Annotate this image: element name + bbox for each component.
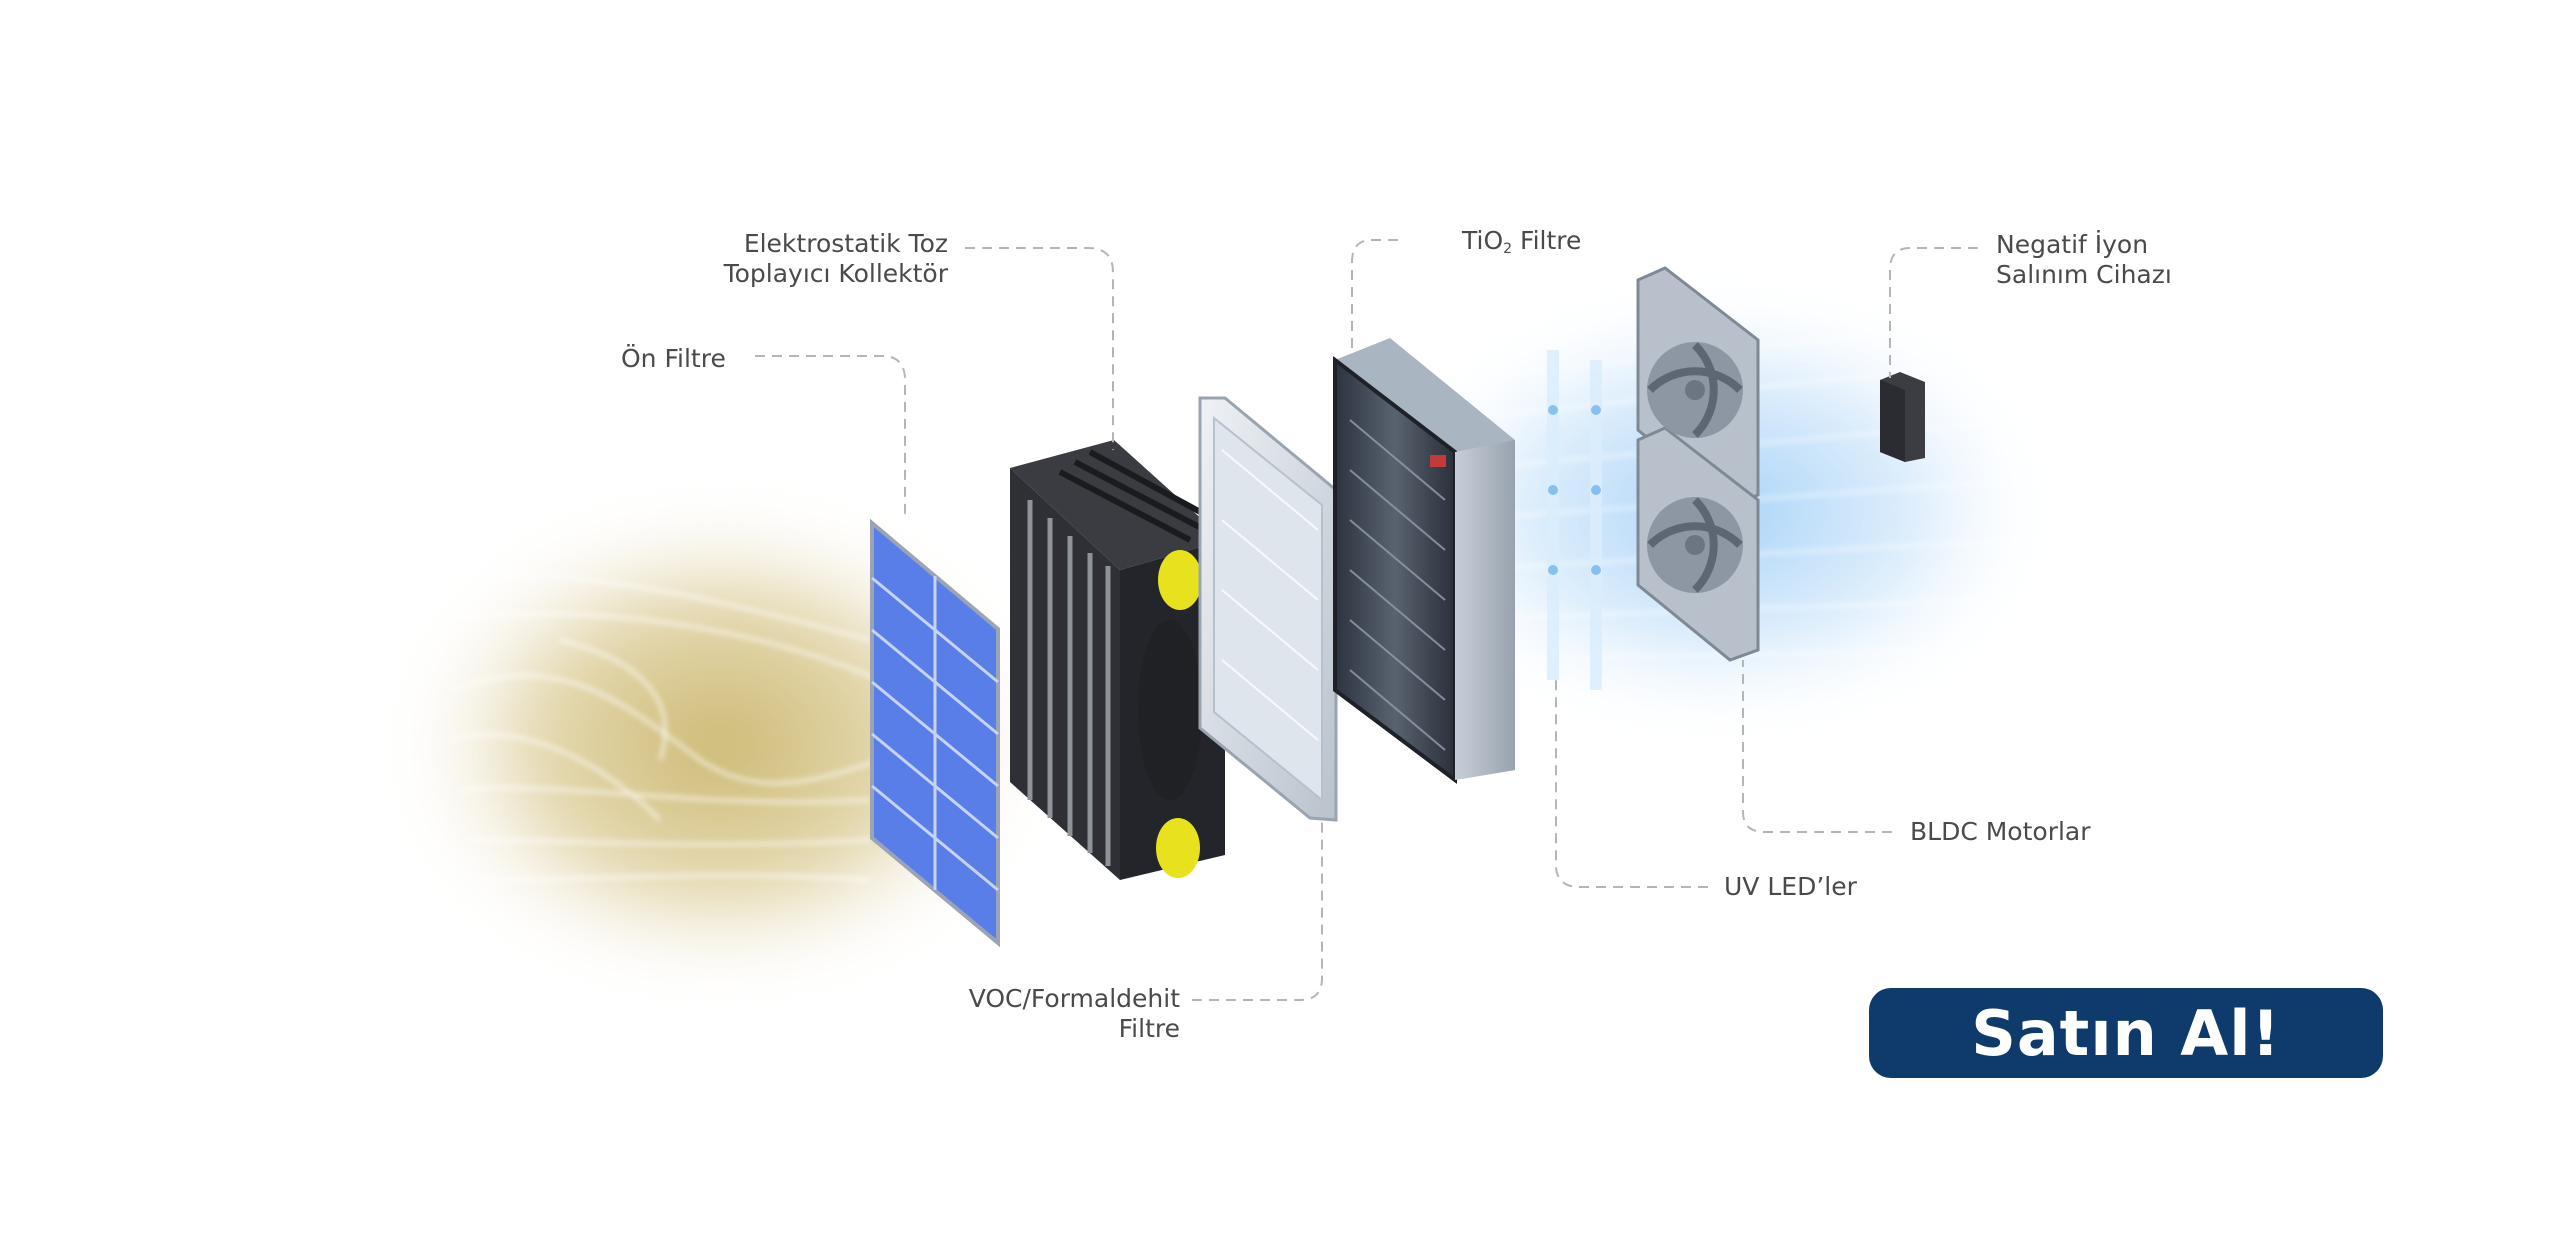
label-bldc-motors: BLDC Motorlar — [1910, 817, 2091, 846]
label-uv-leds: UV LED’ler — [1724, 872, 1857, 901]
collector-knob-bottom — [1156, 818, 1200, 878]
bldc-motors — [1636, 266, 1760, 662]
tio2-filter — [1333, 338, 1515, 784]
voc-filter — [1198, 396, 1338, 822]
leader-lines — [755, 239, 1978, 1001]
label-voc-filter: VOC/Formaldehit Filtre — [968, 984, 1180, 1043]
collector-knob-top — [1158, 550, 1202, 610]
negative-ion-device — [1880, 372, 1925, 462]
pre-filter — [870, 518, 1000, 948]
label-electrostatic-collector: Elektrostatik Toz Toplayıcı Kollektör — [723, 229, 948, 288]
label-pre-filter: Ön Filtre — [621, 344, 726, 373]
uv-leds — [1547, 350, 1602, 690]
label-tio2-filter: TiO2 Filtre — [1462, 226, 1582, 257]
electrostatic-collector — [1010, 440, 1225, 880]
label-negative-ion-device: Negatif İyon Salınım Cihazı — [1996, 230, 2172, 289]
buy-button[interactable]: Satın Al! — [1869, 988, 2383, 1078]
